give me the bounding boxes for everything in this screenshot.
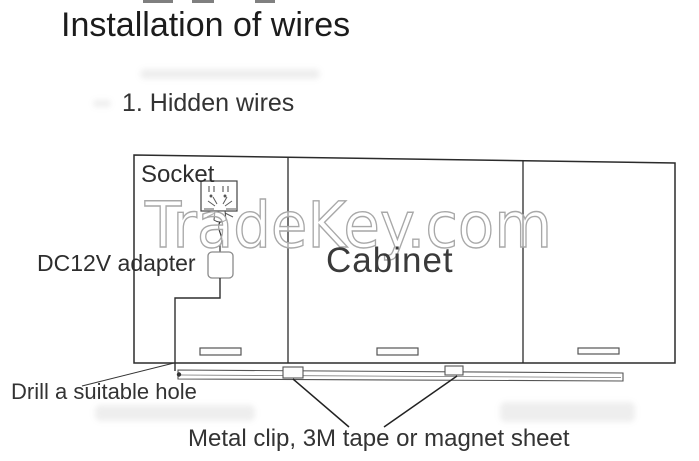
socket-slots [208,186,229,198]
clip-leader-line-1 [292,378,350,428]
wire-connection-dot [176,372,182,377]
watermark: TradeKey.com [144,189,552,262]
door-handle [376,347,419,356]
clip-mounting-note: Metal clip, 3M tape or magnet sheet [188,425,570,452]
scan-smudge [93,100,111,107]
socket-label: Socket [141,161,215,188]
door-handle [199,347,242,356]
drill-leader-line [81,362,175,387]
scan-smudge [500,402,635,422]
door-handle [577,347,620,355]
drill-hole-note: Drill a suitable hole [11,379,197,404]
clip-1 [282,366,304,379]
cabinet-label: Cabinet [326,241,454,280]
plug-burst [204,196,236,218]
plug-body [213,210,227,223]
cabinet-outline [133,154,676,364]
socket-box [200,180,238,212]
power-cord [218,221,223,252]
light-bar-midline [179,374,622,378]
page-title: Installation of wires [61,6,351,44]
scan-smudge [95,405,255,421]
clip-leader-line-2 [383,375,458,428]
wire-path [174,278,221,371]
clip-2 [444,365,464,376]
scan-smudge [140,69,320,79]
scan-artifact-marks [143,0,275,3]
adapter-label: DC12V adapter [37,250,196,276]
section-heading: 1. Hidden wires [122,89,295,117]
